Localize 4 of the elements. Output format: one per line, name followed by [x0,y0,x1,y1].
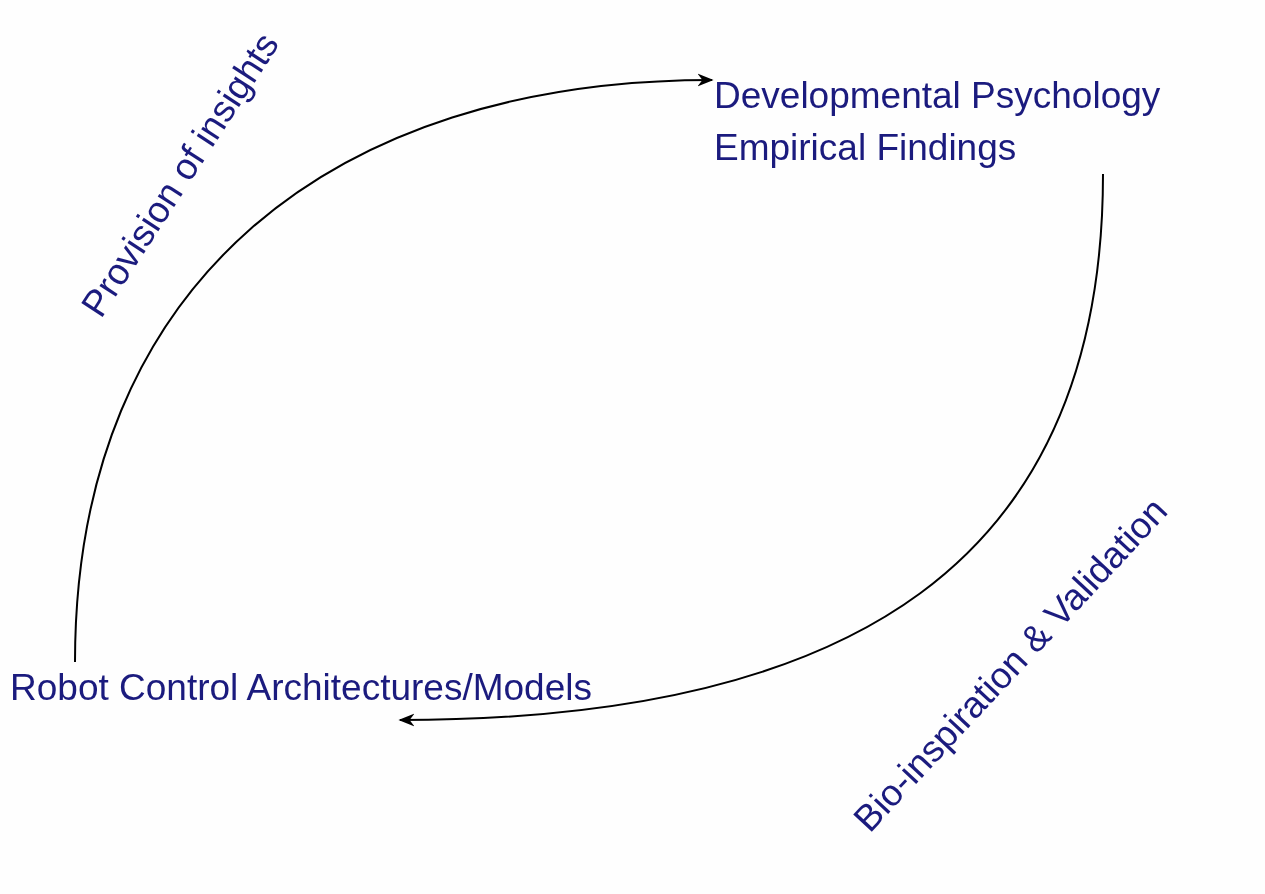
curved-arrow [74,74,714,663]
node-label: Robot Control Architectures/Models [10,662,740,714]
node-label: Developmental Psychology Empirical Findings [714,70,1262,174]
curved-arrow [398,173,1104,726]
